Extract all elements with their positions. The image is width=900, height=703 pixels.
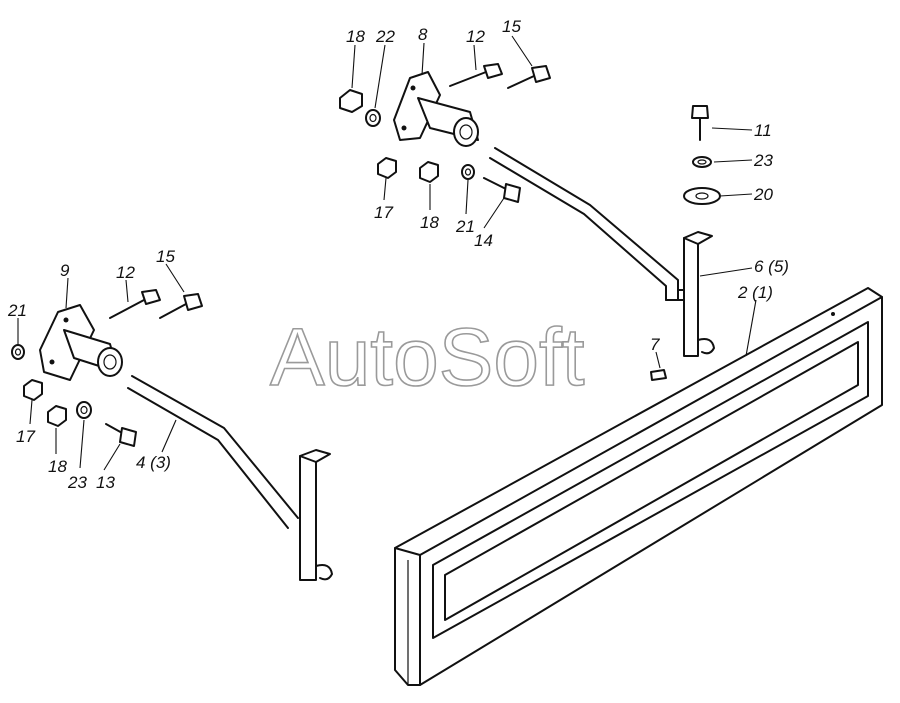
label-7: 7	[650, 335, 660, 354]
frame-part-2	[394, 287, 883, 686]
label-18-left: 18	[48, 457, 67, 476]
support-part-9	[39, 304, 123, 381]
label-9: 9	[60, 261, 70, 280]
part-labels: 18 22 8 12 15 11 23 20 17 18 21 14 6 (5)…	[7, 17, 789, 492]
label-13: 13	[96, 473, 115, 492]
label-23-top: 23	[753, 151, 773, 170]
bracket-part-4	[127, 375, 333, 581]
label-18-mid: 18	[420, 213, 439, 232]
label-21-top: 21	[455, 217, 475, 236]
label-8: 8	[418, 25, 428, 44]
support-part-8	[393, 71, 479, 147]
label-18-top: 18	[346, 27, 365, 46]
label-11: 11	[754, 121, 772, 140]
label-20: 20	[753, 185, 773, 204]
label-23-left: 23	[67, 473, 87, 492]
label-2: 2 (1)	[737, 283, 773, 302]
label-12-top: 12	[466, 27, 485, 46]
fasteners-upper	[339, 63, 721, 205]
label-4: 4 (3)	[136, 453, 171, 472]
label-12-left: 12	[116, 263, 135, 282]
watermark-text: AutoSoft	[270, 312, 585, 403]
fasteners-left	[11, 289, 203, 447]
label-14: 14	[474, 231, 493, 250]
label-17-left: 17	[16, 427, 35, 446]
label-6: 6 (5)	[754, 257, 789, 276]
bracket-part-6	[489, 147, 715, 357]
label-21-left: 21	[7, 301, 27, 320]
clip-part-7	[650, 369, 667, 381]
label-22: 22	[375, 27, 395, 46]
label-17-top: 17	[374, 203, 393, 222]
label-15-left: 15	[156, 247, 175, 266]
leader-lines	[17, 35, 757, 471]
label-15-top: 15	[502, 17, 521, 36]
